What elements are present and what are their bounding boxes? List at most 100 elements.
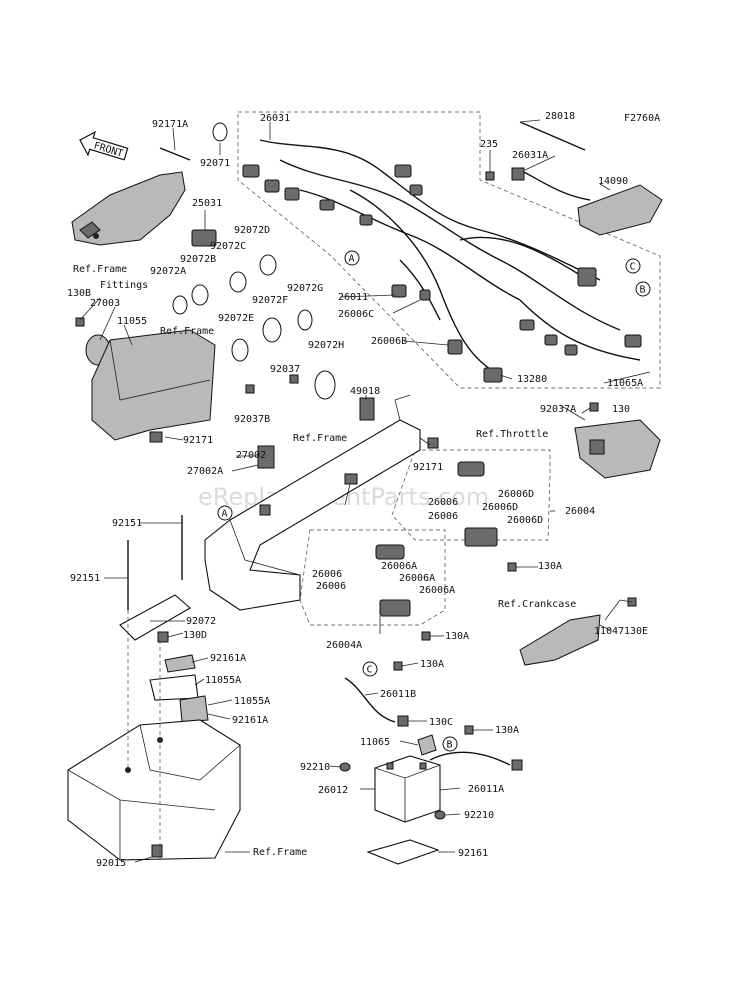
part-label: 92210 xyxy=(464,810,494,821)
part-label: 92161A xyxy=(232,715,268,726)
part-label: 26006 xyxy=(312,569,342,580)
leader-lines xyxy=(79,119,651,863)
part-label: 26006D xyxy=(498,489,534,500)
clip-92037-part xyxy=(289,374,299,384)
part-label: 26006 xyxy=(428,497,458,508)
part-label: 26011A xyxy=(468,784,504,795)
washer-92210-part xyxy=(339,762,351,772)
part-label: 130A xyxy=(445,631,469,642)
svg-text:A: A xyxy=(349,254,355,265)
part-label: 26006 xyxy=(316,581,346,592)
part-label: 92037B xyxy=(234,414,270,425)
svg-text:B: B xyxy=(447,740,453,751)
part-label: 92072D xyxy=(234,225,270,236)
clip-92037b-part xyxy=(245,384,255,394)
nut-130a-4 xyxy=(464,725,474,735)
fuse-box-26004-part xyxy=(464,527,498,547)
cap-11065-part xyxy=(417,734,437,756)
ref-frame-label-2: Ref.Frame xyxy=(293,433,347,444)
part-number-labels: 92171A 92071 26031 235 28018 14090 26031… xyxy=(67,111,648,869)
part-label: 92072E xyxy=(218,313,254,324)
part-label: 130A xyxy=(538,561,562,572)
fuse-box-cover-part xyxy=(457,461,485,477)
part-label: 130A xyxy=(420,659,444,670)
part-label: 92072A xyxy=(150,266,186,277)
connector-marker-c-top: C xyxy=(625,258,641,274)
part-label: 49018 xyxy=(350,386,380,397)
svg-text:B: B xyxy=(640,285,646,296)
part-label: 26006D xyxy=(507,515,543,526)
nut-130b-part xyxy=(75,317,85,327)
part-label: 26004A xyxy=(326,640,362,651)
part-label: 25031 xyxy=(192,198,222,209)
part-label: 92072B xyxy=(180,254,216,265)
pad-92161a-part xyxy=(164,654,196,673)
part-label: 11055A xyxy=(234,696,270,707)
ref-frame-fittings-label: Ref.Frame xyxy=(73,264,127,275)
nut-130a-3 xyxy=(393,661,403,671)
ref-crankcase-label: Ref.Crankcase xyxy=(498,599,576,610)
nut-130a-2 xyxy=(421,631,431,641)
bolt-235-part xyxy=(485,171,495,181)
fuse-box-group-box xyxy=(391,449,551,541)
washer-92071-part xyxy=(212,122,228,142)
part-label: 11055A xyxy=(205,675,241,686)
lower-frame-part xyxy=(67,719,241,861)
part-label: 130C xyxy=(429,717,453,728)
throttle-assembly-part xyxy=(559,404,661,479)
bracket-11055a-part xyxy=(149,674,199,701)
part-label: 235 xyxy=(480,139,498,150)
part-label: 26006C xyxy=(338,309,374,320)
center-frame-part xyxy=(204,394,439,611)
pad-92161-part xyxy=(366,839,440,865)
bracket-11055a-2-part xyxy=(179,695,209,723)
part-label: 130A xyxy=(495,725,519,736)
nut-130-part xyxy=(589,402,599,412)
nut-130a-1 xyxy=(507,562,517,572)
part-label: 92072C xyxy=(210,241,246,252)
plate-92072-part xyxy=(119,594,191,641)
part-label: 92171 xyxy=(413,462,443,473)
terminal-26011a-part xyxy=(511,759,523,771)
part-label: 92210 xyxy=(300,762,330,773)
part-label: 92071 xyxy=(200,158,230,169)
part-label: 27003 xyxy=(90,298,120,309)
part-label: 26006A xyxy=(381,561,417,572)
part-label: 11047 xyxy=(594,626,624,637)
part-label: 11065 xyxy=(360,737,390,748)
bolt-92171a-part xyxy=(159,147,191,161)
part-label: 92072H xyxy=(308,340,344,351)
part-label: 92171A xyxy=(152,119,188,130)
connector-marker-b-cable: B xyxy=(442,736,458,752)
clamps-part-group xyxy=(172,254,336,400)
part-label: 92161 xyxy=(458,848,488,859)
part-label: 26006D xyxy=(482,502,518,513)
part-label: 28018 xyxy=(545,111,575,122)
part-label: 26031A xyxy=(512,150,548,161)
connector-marker-a-top: A xyxy=(344,250,360,266)
part-label: 26006B xyxy=(371,336,407,347)
main-wiring-harness-part xyxy=(242,139,642,383)
part-label: 130 xyxy=(612,404,630,415)
cover-14090-part xyxy=(577,184,663,236)
part-label: 92072F xyxy=(252,295,288,306)
cable-26011a-part xyxy=(429,751,511,766)
figure-code: F2760A xyxy=(624,113,660,124)
cable-26011b-part xyxy=(344,677,396,723)
part-label: 92161A xyxy=(210,653,246,664)
ref-throttle-label: Ref.Throttle xyxy=(476,429,548,440)
part-label: 11065A xyxy=(607,378,643,389)
ref-frame-label-1: Ref.Frame xyxy=(160,326,214,337)
ref-frame-label-3: Ref.Frame xyxy=(253,847,307,858)
front-frame-part xyxy=(91,329,216,443)
part-label: 92171 xyxy=(183,435,213,446)
ref-frame-fittings-label-2: Fittings xyxy=(100,280,148,291)
part-label: 13280 xyxy=(517,374,547,385)
part-label: 26006A xyxy=(419,585,455,596)
connector-26031a-part xyxy=(511,167,525,181)
part-label: 26011 xyxy=(338,292,368,303)
washer-92210b-part xyxy=(434,810,446,820)
svg-text:C: C xyxy=(630,262,636,273)
part-label: 92151 xyxy=(70,573,100,584)
